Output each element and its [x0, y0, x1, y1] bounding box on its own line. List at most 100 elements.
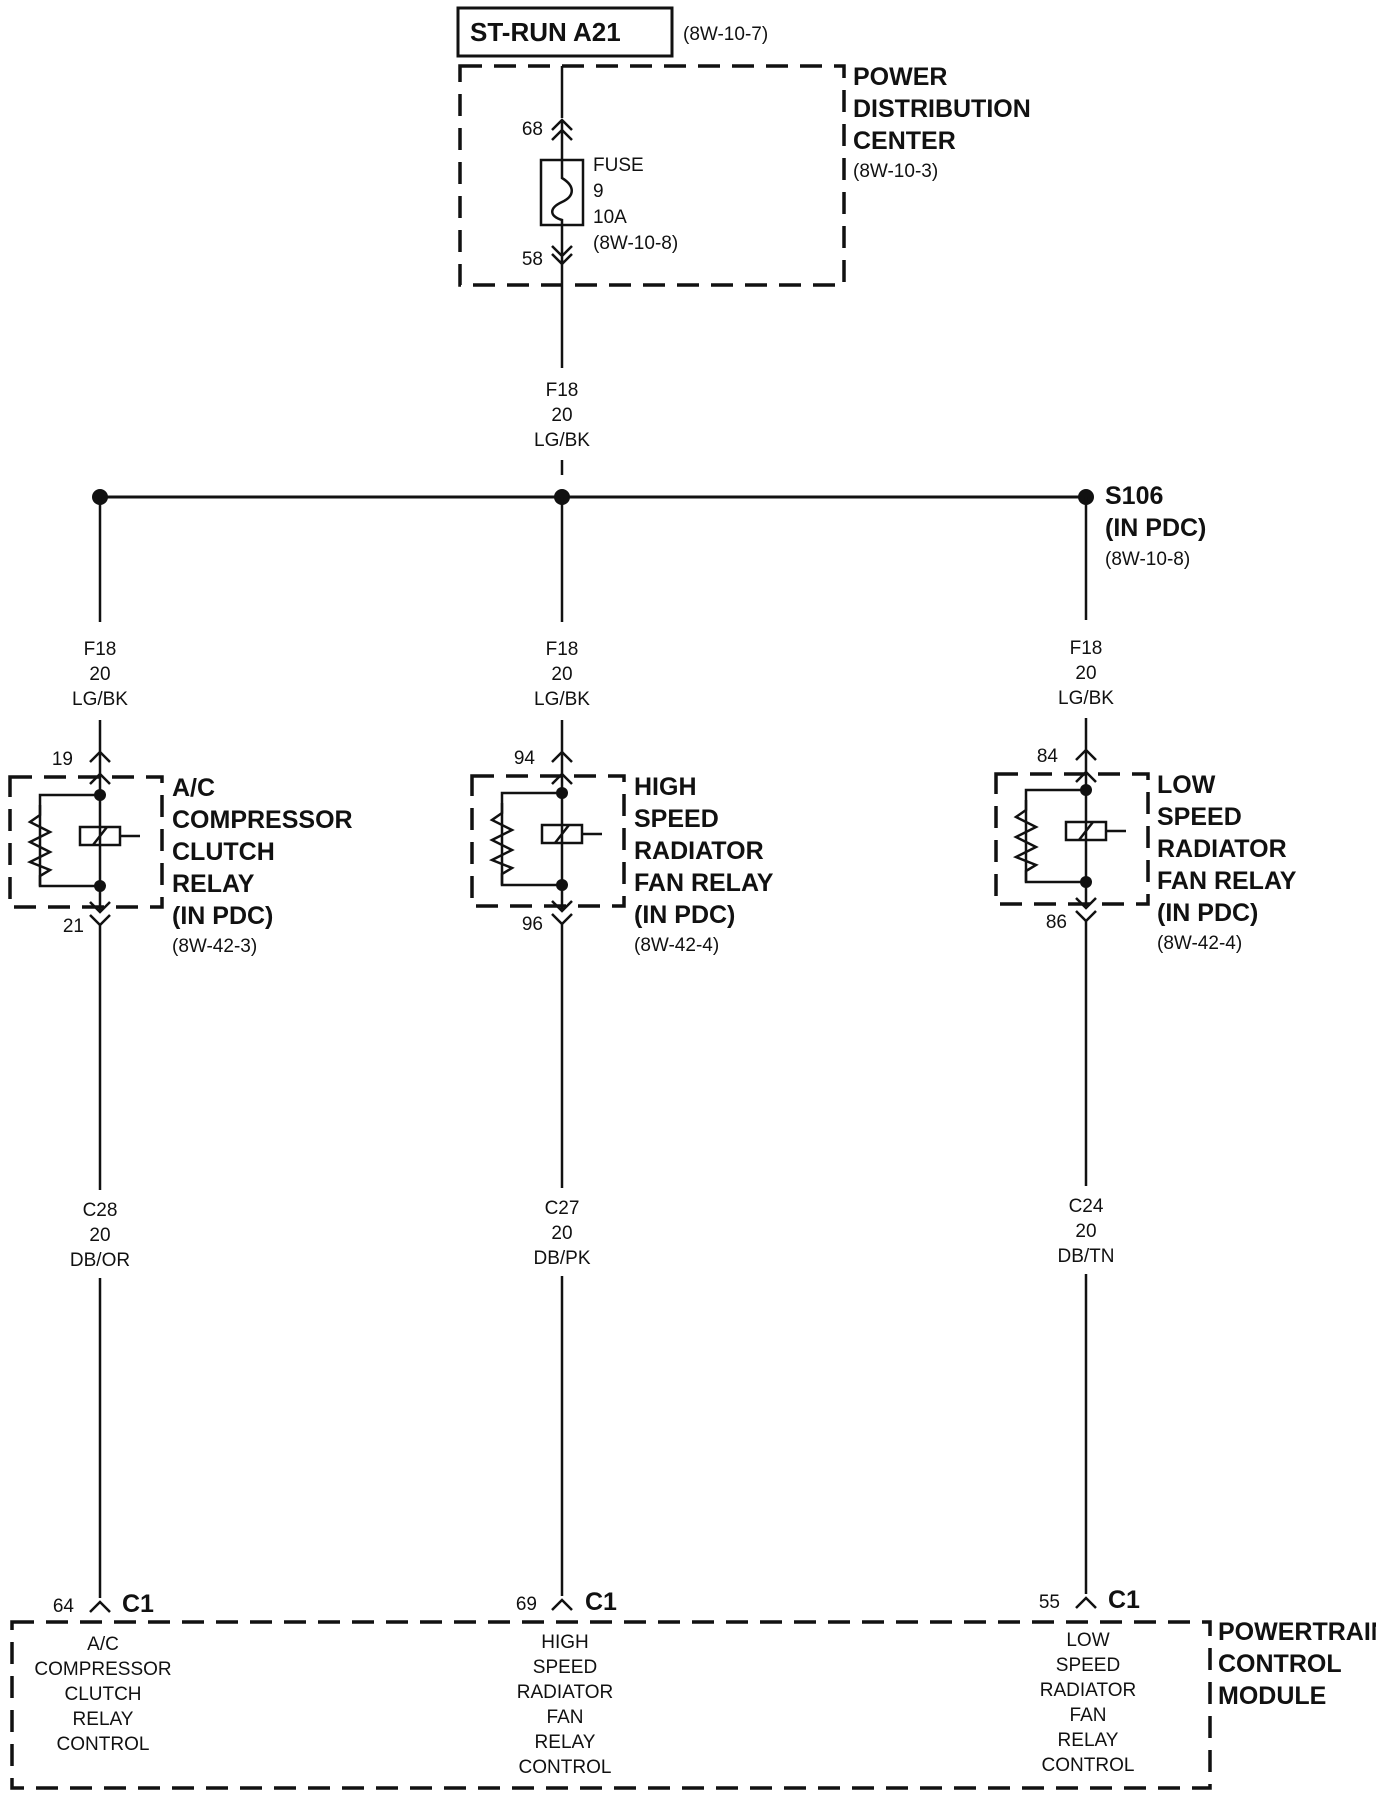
pdc-title-line-3: CENTER	[853, 127, 956, 155]
branch-high-pcm-connector	[551, 1598, 573, 1611]
branch-high-pin-out: 96	[522, 914, 543, 935]
branch-high-relay-name-1: HIGH	[634, 773, 697, 801]
pdc-title-line-1: POWER	[853, 63, 947, 91]
pdc-title-line-2: DISTRIBUTION	[853, 95, 1031, 123]
branch-low-relay-name-2: SPEED	[1157, 803, 1242, 831]
branch-low-wire-in-label-3: LG/BK	[1058, 688, 1114, 709]
fuse-label-2: 9	[593, 181, 604, 202]
feed-wire-label-2: 20	[551, 405, 572, 426]
branch-ac-wire-out-label-3: DB/OR	[70, 1250, 130, 1271]
branch-high-pcm-label-2: SPEED	[533, 1657, 597, 1678]
branch-high-relay-name-4: FAN RELAY	[634, 869, 774, 897]
branch-high-pcm-pin: 69	[516, 1594, 537, 1615]
branch-ac-pcm-label-4: RELAY	[73, 1709, 134, 1730]
branch-ac-coil-slash	[92, 826, 108, 846]
branch-ac-relay-name-3: CLUTCH	[172, 838, 275, 866]
branch-ac-pin-out-connector	[89, 886, 111, 927]
branch-low-pin-in-connector	[1075, 748, 1097, 783]
branch-low-wire-out-label-2: 20	[1075, 1221, 1096, 1242]
source-box	[456, 6, 674, 58]
branch-low-relay-name-3: RADIATOR	[1157, 835, 1287, 863]
branch-low-pcm-label-6: CONTROL	[1042, 1755, 1135, 1776]
fuse-pin-out: 58	[522, 249, 543, 270]
fuse-pin-58-connector	[551, 225, 573, 266]
branch-high-wire-out-label-2: 20	[551, 1223, 572, 1244]
branch-low-pcm-label-1: LOW	[1066, 1630, 1109, 1651]
branch-ac-relay-name-4: RELAY	[172, 870, 255, 898]
pdc-ref: (8W-10-3)	[853, 161, 938, 182]
source-ref: (8W-10-7)	[683, 24, 768, 45]
branch-ac-pcm-label-3: CLUTCH	[64, 1684, 141, 1705]
fuse-pin-in: 68	[522, 119, 543, 140]
branch-ac-relay-ref: (8W-42-3)	[172, 936, 257, 957]
branch-high-pcm-label-3: RADIATOR	[517, 1682, 613, 1703]
branch-high-relay-name-2: SPEED	[634, 805, 719, 833]
feed-wire-label-3: LG/BK	[534, 430, 590, 451]
branch-ac-pcm-label-5: CONTROL	[57, 1734, 150, 1755]
branch-low-wire-in-label-1: F18	[1070, 638, 1103, 659]
pcm-boundary	[10, 1620, 1212, 1790]
source-label: ST-RUN A21	[470, 17, 621, 47]
branch-low-pcm-label-4: FAN	[1070, 1705, 1107, 1726]
branch-ac-relay-name-1: A/C	[172, 774, 215, 802]
branch-low-relay-ref: (8W-42-4)	[1157, 933, 1242, 954]
branch-low-pin-in: 84	[1037, 746, 1059, 767]
branch-low-relay-name-1: LOW	[1157, 771, 1216, 799]
branch-ac-pcm-pin: 64	[53, 1596, 75, 1617]
splice-ref: (8W-10-8)	[1105, 549, 1190, 570]
branch-low-pcm-label-5: RELAY	[1058, 1730, 1119, 1751]
branch-ac-pcm-connector	[89, 1600, 111, 1613]
branch-low-wire-out-label-3: DB/TN	[1058, 1246, 1115, 1267]
branch-high-wire-in-label-2: 20	[551, 664, 572, 685]
pcm-title-line-3: MODULE	[1218, 1682, 1326, 1710]
branch-high-relay-boundary	[470, 774, 626, 908]
branch-ac-pin-in: 19	[52, 749, 73, 770]
branch-low-relay-boundary	[994, 772, 1150, 906]
branch-high-wire-out-label-1: C27	[545, 1198, 580, 1219]
branch-high-relay-name-5: (IN PDC)	[634, 901, 735, 929]
branch-low-relay-name-4: FAN RELAY	[1157, 867, 1297, 895]
branch-high-wire-in-label-1: F18	[546, 639, 579, 660]
fuse-label-3: 10A	[593, 207, 627, 228]
branch-ac-pcm-label-1: A/C	[87, 1634, 119, 1655]
branch-ac-pin-in-connector	[89, 750, 111, 785]
branch-ac-relay-boundary	[8, 775, 164, 909]
branch-high-resistor-icon	[488, 803, 515, 885]
branch-high-pcm-label-1: HIGH	[541, 1632, 589, 1653]
branch-ac-wire-out-label-2: 20	[89, 1225, 110, 1246]
branch-low-resistor-icon	[1012, 800, 1039, 882]
branch-high-pcm-label-5: RELAY	[535, 1732, 596, 1753]
fuse-pin-68-connector	[551, 118, 573, 160]
branch-ac-wire-in-label-1: F18	[84, 639, 117, 660]
branch-ac-wire-in-label-2: 20	[89, 664, 110, 685]
branch-high: F18 20 LG/BK 94 HIGH SPEED RADIATOR FAN …	[470, 497, 774, 1778]
branch-ac-pin-out: 21	[63, 916, 84, 937]
branch-high-coil-slash	[554, 824, 570, 844]
branch-low-relay-name-5: (IN PDC)	[1157, 899, 1258, 927]
branch-ac-wire-out-label-1: C28	[83, 1200, 118, 1221]
branch-high-relay-name-3: RADIATOR	[634, 837, 764, 865]
branch-high-pcm-label-4: FAN	[547, 1707, 584, 1728]
branch-low-pcm-connector-label: C1	[1108, 1586, 1140, 1614]
fuse-element-icon	[551, 160, 573, 225]
branch-high-pin-out-connector	[551, 885, 573, 926]
branch-ac-relay-name-5: (IN PDC)	[172, 902, 273, 930]
branch-low-wire-in-label-2: 20	[1075, 663, 1096, 684]
branch-high-pcm-connector-label: C1	[585, 1588, 617, 1616]
fuse-label-1: FUSE	[593, 155, 644, 176]
pcm-title-line-1: POWERTRAIN	[1218, 1618, 1376, 1646]
branch-low-pin-out: 86	[1046, 912, 1067, 933]
branch-ac-pcm-connector-label: C1	[122, 1590, 154, 1618]
branch-low-coil-slash	[1078, 821, 1094, 841]
branch-ac: F18 20 LG/BK 19 A/C COMPRESSOR CLUTCH RE…	[8, 497, 353, 1755]
feed-wire-label-1: F18	[546, 380, 579, 401]
branch-low-pcm-label-3: RADIATOR	[1040, 1680, 1136, 1701]
branch-low: F18 20 LG/BK 84 LOW SPEED RADIATOR FAN R…	[994, 497, 1297, 1776]
splice-name: S106	[1105, 482, 1163, 510]
branch-high-pin-in: 94	[514, 748, 536, 769]
branch-high-relay-coil-loop	[500, 791, 562, 887]
branch-ac-resistor-icon	[26, 805, 53, 886]
branch-low-pcm-connector	[1075, 1596, 1097, 1609]
branch-ac-relay-name-2: COMPRESSOR	[172, 806, 353, 834]
branch-low-pcm-label-2: SPEED	[1056, 1655, 1120, 1676]
